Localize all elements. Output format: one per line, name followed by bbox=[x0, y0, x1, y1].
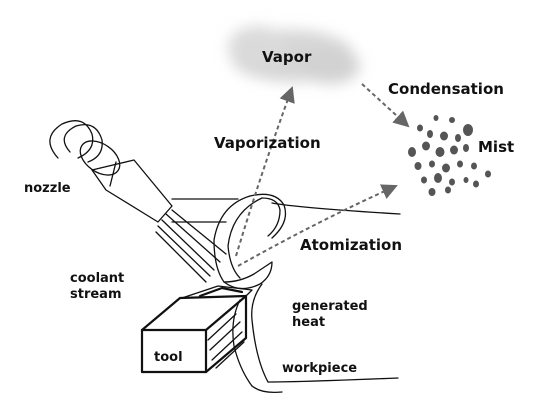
atomization-arrow bbox=[237, 184, 398, 267]
condensation-label: Condensation bbox=[388, 80, 504, 98]
coolant-stream-label-line1: coolant bbox=[70, 271, 124, 286]
workpiece-body bbox=[232, 283, 399, 394]
vaporization-label: Vaporization bbox=[214, 134, 321, 152]
mist-droplets bbox=[408, 115, 491, 196]
nozzle bbox=[49, 120, 173, 223]
condensation-arrow bbox=[361, 83, 410, 128]
vaporization-arrow bbox=[235, 86, 295, 257]
tool bbox=[140, 285, 253, 374]
mist-label: Mist bbox=[478, 138, 514, 156]
workpiece-label: workpiece bbox=[282, 361, 357, 376]
coolant-stream bbox=[155, 209, 227, 283]
generated-heat-label-line2: heat bbox=[292, 315, 325, 330]
coolant-stream-label-line2: stream bbox=[70, 287, 122, 302]
tool-label: tool bbox=[154, 350, 183, 365]
vapor-label: Vapor bbox=[262, 48, 312, 66]
workpiece-top bbox=[171, 198, 401, 223]
vapor-cloud bbox=[228, 26, 360, 84]
atomization-label: Atomization bbox=[300, 236, 402, 254]
nozzle-label: nozzle bbox=[24, 181, 71, 196]
generated-heat-label-line1: generated bbox=[292, 299, 368, 314]
